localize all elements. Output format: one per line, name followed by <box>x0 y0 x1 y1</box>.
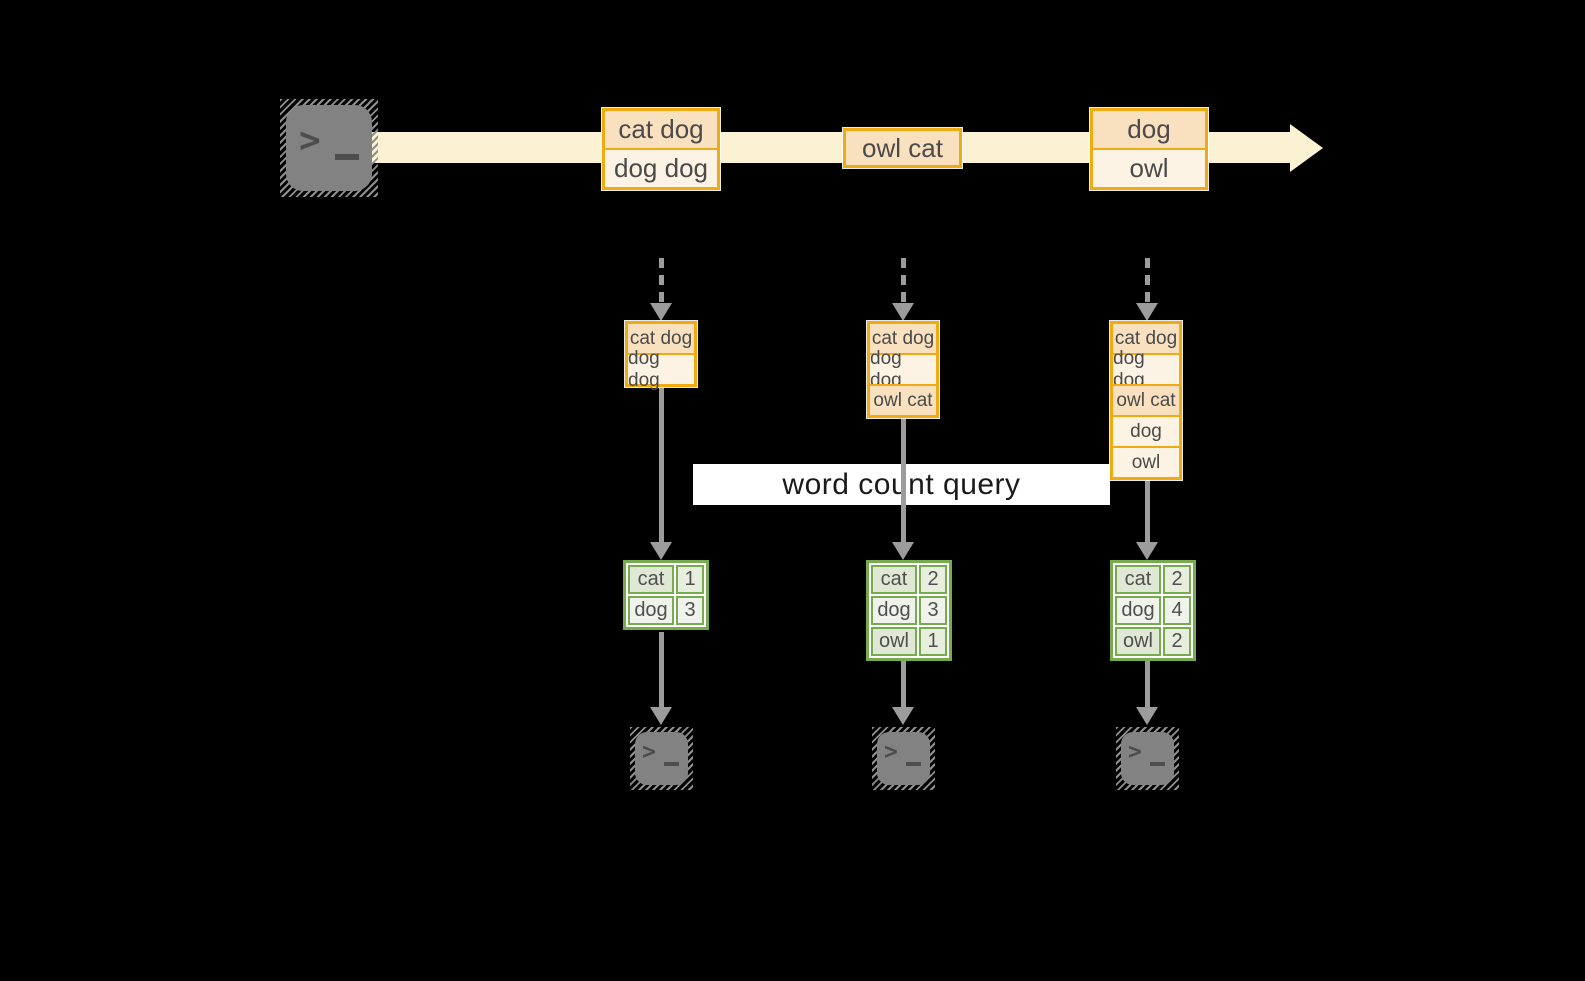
table-row: cat 2 <box>871 565 947 594</box>
consumer-terminal-icon: > <box>872 727 935 790</box>
dashed-arrow-icon <box>892 258 914 321</box>
terminal-body <box>877 732 930 785</box>
stream-message: dog dog <box>605 148 717 187</box>
buffered-message: cat dog <box>1113 324 1179 353</box>
table-row: cat 2 <box>1115 565 1191 594</box>
count-cell: 1 <box>919 627 947 656</box>
dashed-arrow-icon <box>650 258 672 321</box>
terminal-cursor-icon <box>1150 762 1165 766</box>
arrow-icon <box>892 661 914 725</box>
buffered-message: dog dog <box>628 348 694 391</box>
word-cell: dog <box>1115 596 1161 625</box>
count-cell: 4 <box>1163 596 1191 625</box>
buffer-stack-1: cat dog dog dog <box>625 321 697 391</box>
terminal-cursor-icon <box>906 762 921 766</box>
stream-message: owl cat <box>846 131 959 165</box>
buffered-message: owl cat <box>870 384 936 415</box>
word-cell: owl <box>1115 627 1161 656</box>
count-cell: 2 <box>919 565 947 594</box>
word-cell: cat <box>628 565 674 594</box>
terminal-body <box>286 105 372 191</box>
terminal-prompt-icon: > <box>884 739 898 765</box>
terminal-prompt-icon: > <box>642 739 656 765</box>
stream-message: owl <box>1093 148 1205 187</box>
arrow-icon <box>892 418 914 560</box>
word-cell: cat <box>1115 565 1161 594</box>
word-cell: cat <box>871 565 917 594</box>
stream-message-box-1: cat dog dog dog <box>602 108 720 190</box>
consumer-terminal-icon: > <box>630 727 693 790</box>
buffered-message: dog dog <box>1113 348 1179 391</box>
terminal-cursor-icon <box>664 762 679 766</box>
table-row: cat 1 <box>628 565 704 594</box>
buffer-stack-3: cat dog dog dog owl cat dog owl <box>1110 321 1182 480</box>
terminal-cursor-icon <box>335 154 359 160</box>
count-cell: 2 <box>1163 627 1191 656</box>
buffered-message: owl <box>1113 446 1179 477</box>
buffered-message: dog <box>1113 415 1179 446</box>
count-cell: 3 <box>676 596 704 625</box>
count-cell: 3 <box>919 596 947 625</box>
buffered-message: owl cat <box>1113 384 1179 415</box>
table-row: dog 4 <box>1115 596 1191 625</box>
terminal-prompt-icon: > <box>299 120 321 161</box>
table-row: dog 3 <box>871 596 947 625</box>
buffered-message: dog dog <box>870 348 936 391</box>
arrow-icon <box>650 632 672 725</box>
stream-message-box-2: owl cat <box>843 128 962 168</box>
arrow-icon <box>1136 480 1158 560</box>
arrow-icon <box>1136 661 1158 725</box>
buffer-stack-2: cat dog dog dog owl cat <box>867 321 939 418</box>
terminal-body <box>635 732 688 785</box>
arrow-icon <box>650 387 672 560</box>
table-row: dog 3 <box>628 596 704 625</box>
word-cell: owl <box>871 627 917 656</box>
stream-message-box-3: dog owl <box>1090 108 1208 190</box>
terminal-body <box>1121 732 1174 785</box>
word-cell: dog <box>628 596 674 625</box>
word-cell: dog <box>871 596 917 625</box>
count-cell: 2 <box>1163 565 1191 594</box>
count-table-2: cat 2 dog 3 owl 1 <box>866 560 952 661</box>
stream-arrowhead-icon <box>1290 124 1323 172</box>
count-table-3: cat 2 dog 4 owl 2 <box>1110 560 1196 661</box>
buffered-message: cat dog <box>870 324 936 353</box>
table-row: owl 2 <box>1115 627 1191 656</box>
consumer-terminal-icon: > <box>1116 727 1179 790</box>
table-row: owl 1 <box>871 627 947 656</box>
stream-message: dog <box>1093 111 1205 148</box>
buffered-message: cat dog <box>628 324 694 353</box>
producer-terminal-icon: > <box>280 99 378 197</box>
stream-message: cat dog <box>605 111 717 148</box>
count-cell: 1 <box>676 565 704 594</box>
count-table-1: cat 1 dog 3 <box>623 560 709 630</box>
terminal-prompt-icon: > <box>1128 739 1142 765</box>
dashed-arrow-icon <box>1136 258 1158 321</box>
